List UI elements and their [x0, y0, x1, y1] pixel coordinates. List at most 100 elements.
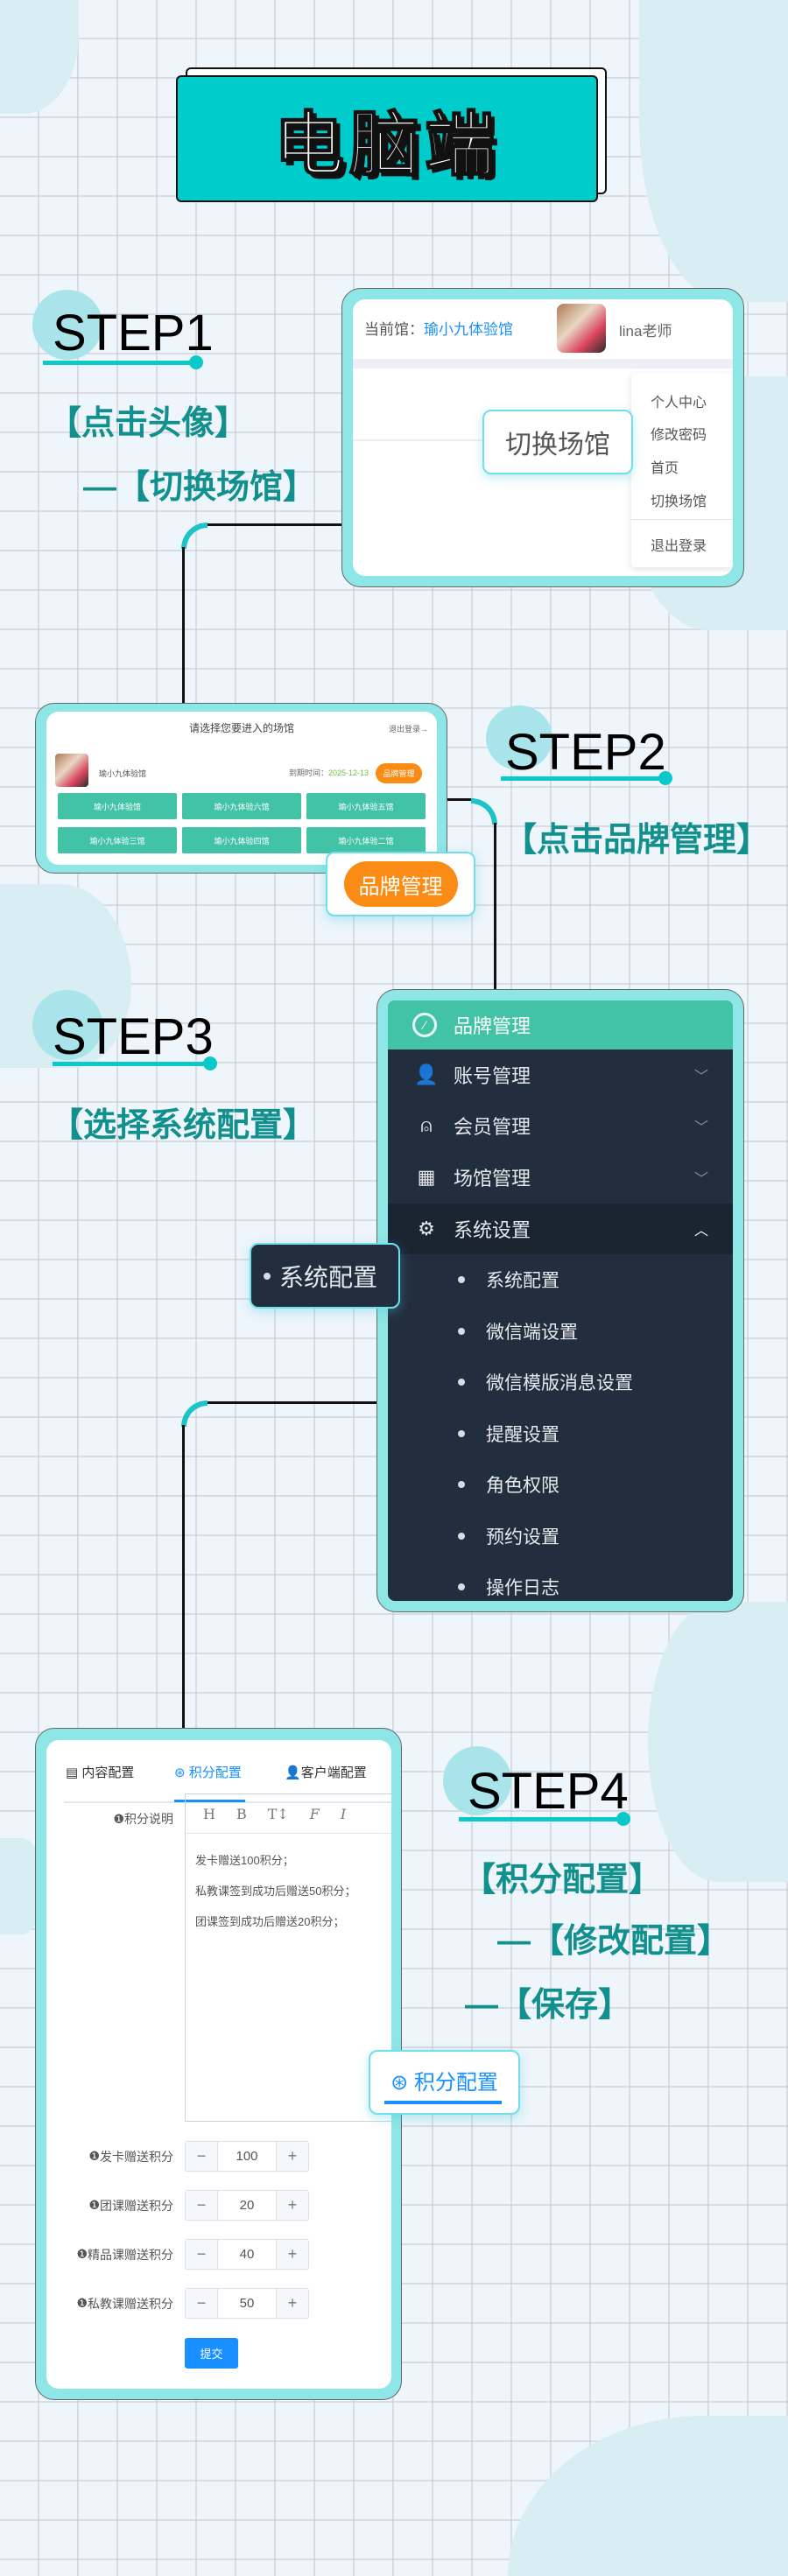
step-hint: 【选择系统配置】 — [50, 1107, 317, 1144]
submit-button[interactable]: 提交 — [185, 2338, 238, 2369]
font-family-icon[interactable]: F — [309, 1805, 320, 1822]
submenu-item[interactable]: 提醒设置 — [388, 1408, 733, 1459]
dropdown-item[interactable]: 修改密码 — [651, 428, 707, 443]
sidebar-item-venue[interactable]: ▦场馆管理﹀ — [388, 1152, 733, 1203]
info-icon: ❶ — [76, 2247, 88, 2261]
sidebar-item-system-settings[interactable]: ⚙系统设置︿ — [388, 1204, 733, 1254]
step1-screenshot-card: 当前馆：瑜小九体验馆 lina老师 个人中心 修改密码 首页 切换场馆 退出登录 — [341, 288, 744, 587]
heading-icon[interactable]: H — [203, 1805, 215, 1822]
tabs-divider — [64, 1801, 391, 1803]
step-hint: —【修改配置】 — [497, 1923, 731, 1960]
venue-button[interactable]: 瑜小九体验馆 — [58, 793, 177, 819]
brand-management-button[interactable]: 品牌管理 — [376, 763, 422, 783]
step-hint: 【点击头像】 — [48, 405, 249, 442]
venue-button[interactable]: 瑜小九体验三馆 — [58, 827, 177, 853]
decrement-button[interactable]: − — [186, 2240, 217, 2269]
callout-label: 品牌管理 — [343, 861, 458, 907]
bullet-icon — [458, 1533, 465, 1540]
card-points-stepper[interactable]: −100+ — [185, 2141, 309, 2172]
dropdown-item-logout[interactable]: 退出登录 — [651, 539, 707, 554]
venue-button[interactable]: 瑜小九体验二馆 — [306, 827, 426, 853]
tab-label: 积分配置 — [188, 1765, 242, 1780]
switch-venue-callout[interactable]: 切换场馆 — [482, 410, 633, 474]
stepper-value[interactable]: 20 — [217, 2191, 277, 2220]
submenu-item[interactable]: 操作日志 — [388, 1562, 733, 1601]
step-circle — [32, 290, 102, 360]
connector-line — [494, 823, 496, 989]
italic-icon[interactable]: I — [340, 1805, 347, 1822]
bullet-icon — [458, 1379, 465, 1386]
step-label: STEP4 — [468, 1763, 629, 1820]
submenu-label: 角色权限 — [486, 1476, 559, 1496]
tab-client-config[interactable]: 👤客户端配置 — [285, 1763, 367, 1781]
increment-button[interactable]: + — [277, 2289, 308, 2318]
bullet-icon — [458, 1481, 465, 1488]
sidebar-header-brand[interactable]: ⁄ 品牌管理 — [388, 1000, 733, 1049]
increment-button[interactable]: + — [277, 2240, 308, 2269]
bullet-icon — [458, 1430, 465, 1437]
submenu-item[interactable]: 微信模版消息设置 — [388, 1357, 733, 1407]
system-config-callout[interactable]: 系统配置 — [250, 1243, 400, 1309]
menu-label: 场馆管理 — [454, 1168, 531, 1190]
submenu-label: 提醒设置 — [486, 1425, 559, 1445]
editor-content[interactable]: 发卡赠送100积分； 私教课签到成功后赠送50积分； 团课签到成功后赠送20积分… — [195, 1845, 355, 1937]
venue-button[interactable]: 瑜小九体验五馆 — [306, 793, 426, 819]
editor-toolbar: H B T↕ F I — [186, 1794, 391, 1834]
tab-label: 客户端配置 — [300, 1765, 367, 1780]
sidebar-item-account[interactable]: 👤账号管理﹀ — [388, 1049, 733, 1100]
dropdown-item-switch-venue[interactable]: 切换场馆 — [651, 495, 707, 509]
brand-management-callout[interactable]: 品牌管理 — [326, 852, 475, 916]
stepper-value[interactable]: 100 — [217, 2142, 277, 2171]
venue-button[interactable]: 瑜小九体验六馆 — [182, 793, 301, 819]
background-blob — [648, 1602, 788, 1882]
step4-screenshot-card: ▤ 内容配置 ⊛ 积分配置 👤客户端配置 ❶积分说明 H B T↕ F I 发卡… — [35, 1728, 402, 2400]
document-icon: ▤ — [66, 1765, 82, 1780]
bold-icon[interactable]: B — [236, 1805, 247, 1822]
chevron-down-icon: ﹀ — [693, 1172, 708, 1187]
submenu-item[interactable]: 预约设置 — [388, 1511, 733, 1562]
step-circle — [443, 1746, 511, 1815]
dropdown-item[interactable]: 首页 — [651, 461, 679, 476]
font-size-icon[interactable]: T↕ — [267, 1805, 289, 1822]
submenu-item[interactable]: 微信端设置 — [388, 1306, 733, 1357]
editor-line: 私教课签到成功后赠送50积分； — [195, 1885, 356, 1898]
stepper-value[interactable]: 50 — [217, 2289, 277, 2318]
decrement-button[interactable]: − — [186, 2191, 217, 2220]
submenu-label: 微信端设置 — [486, 1323, 578, 1343]
increment-button[interactable]: + — [277, 2142, 308, 2171]
decrement-button[interactable]: − — [186, 2289, 217, 2318]
callout-label: 切换场馆 — [505, 431, 610, 460]
step2-screenshot-card: 请选择您要进入的场馆 退出登录→ 瑜小九体验馆 到期时间：2025-12-13 … — [35, 703, 447, 874]
stepper-value[interactable]: 40 — [217, 2240, 277, 2269]
user-name[interactable]: lina老师 — [619, 323, 672, 340]
tab-content-config[interactable]: ▤ 内容配置 — [66, 1763, 134, 1781]
editor-line: 发卡赠送100积分； — [195, 1854, 294, 1867]
submenu-item-system-config[interactable]: 系统配置 — [388, 1254, 733, 1305]
premium-class-points-stepper[interactable]: −40+ — [185, 2239, 309, 2270]
rich-text-editor[interactable]: H B T↕ F I 发卡赠送100积分； 私教课签到成功后赠送50积分； 团课… — [185, 1793, 391, 2122]
logout-link[interactable]: 退出登录→ — [388, 725, 428, 733]
connector-arc — [181, 1400, 208, 1427]
group-class-points-stepper[interactable]: −20+ — [185, 2190, 309, 2221]
avatar[interactable] — [557, 304, 606, 353]
chevron-down-icon: ﹀ — [693, 1070, 708, 1084]
sidebar-item-member[interactable]: ⍝会员管理﹀ — [388, 1100, 733, 1151]
current-venue-label: 当前馆： — [364, 321, 424, 338]
venue-button[interactable]: 瑜小九体验四馆 — [182, 827, 301, 853]
step-underline — [53, 1062, 210, 1066]
points-config-callout[interactable]: ⊛ 积分配置 — [369, 2050, 520, 2115]
increment-button[interactable]: + — [277, 2191, 308, 2220]
submenu-item[interactable]: 角色权限 — [388, 1459, 733, 1510]
private-class-points-stepper[interactable]: −50+ — [185, 2288, 309, 2319]
bullet-icon — [458, 1328, 465, 1335]
decrement-button[interactable]: − — [186, 2142, 217, 2171]
tab-points-config[interactable]: ⊛ 积分配置 — [174, 1763, 242, 1781]
aperture-icon: ⊛ — [390, 2070, 414, 2095]
step-underline — [459, 1817, 625, 1821]
current-venue-link[interactable]: 瑜小九体验馆 — [424, 321, 513, 338]
connector-line — [182, 1425, 185, 1728]
info-icon: ❶ — [76, 2296, 88, 2310]
step-underline — [43, 361, 196, 365]
step-hint: —【切换场馆】 — [83, 469, 317, 506]
dropdown-item[interactable]: 个人中心 — [651, 396, 707, 411]
